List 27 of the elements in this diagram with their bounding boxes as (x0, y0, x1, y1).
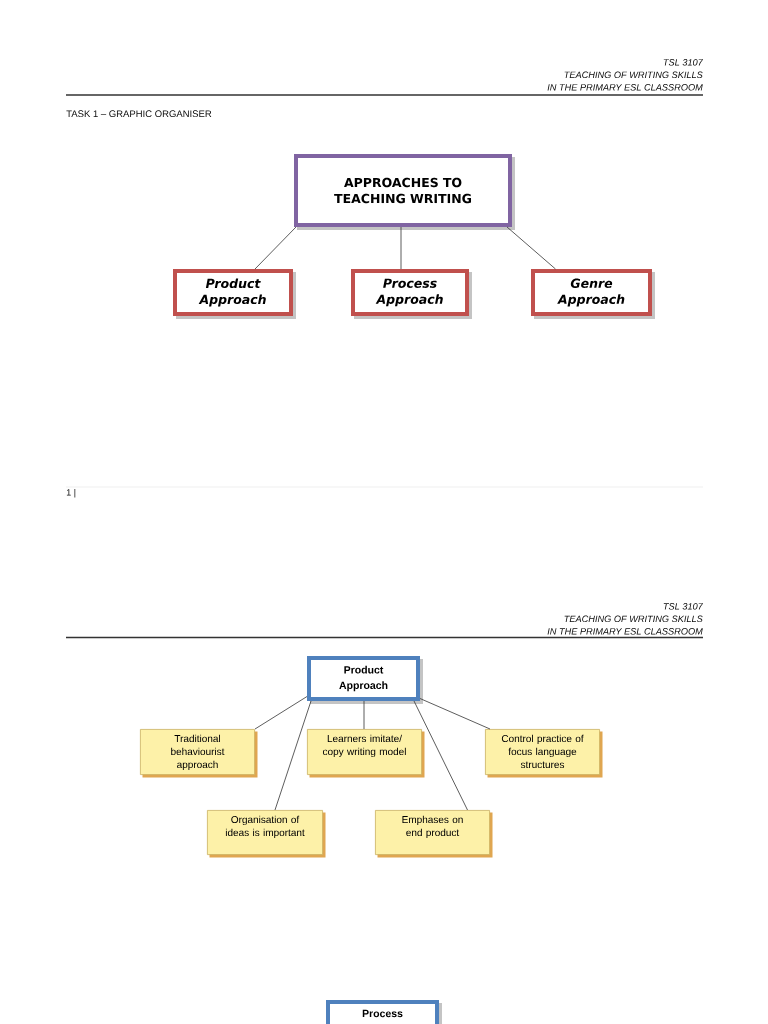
note-box: Control practice of focus language structures (485, 729, 603, 778)
note-box: Learners imitate/ copy writing model (307, 729, 425, 778)
approach-box: Process (326, 1000, 442, 1024)
topic-box: APPROACHES TO TEACHING WRITING (294, 154, 515, 230)
header-text: IN THE PRIMARY ESL CLASSROOM (547, 84, 703, 91)
connector-line (506, 226, 556, 270)
connector-line (419, 698, 491, 730)
header-text: TSL 3107 (663, 59, 704, 66)
connector-line (363, 700, 365, 730)
approach-box: Process Approach (351, 269, 472, 319)
page-number: 1 | (66, 489, 76, 498)
note-box: Organisation of ideas is important (207, 810, 326, 858)
connector-line (274, 700, 312, 811)
connector-line (254, 696, 308, 730)
header-text: TSL 3107 (663, 603, 704, 610)
header-text: TEACHING OF WRITING SKILLS (564, 71, 703, 79)
connector-line (413, 700, 468, 811)
approach-box: Genre Approach (531, 269, 655, 319)
approach-box: Product Approach (173, 269, 296, 319)
section-heading: TASK 1 – GRAPHIC ORGANISER (66, 110, 212, 118)
connector-line (254, 226, 297, 270)
header-text: TEACHING OF WRITING SKILLS (564, 615, 703, 623)
connector-line (400, 226, 402, 270)
note-box: Emphases on end product (375, 810, 493, 858)
approach-box: Product Approach (307, 656, 423, 704)
header-text: IN THE PRIMARY ESL CLASSROOM (547, 628, 703, 635)
note-box: Traditional behaviourist approach (140, 729, 258, 778)
